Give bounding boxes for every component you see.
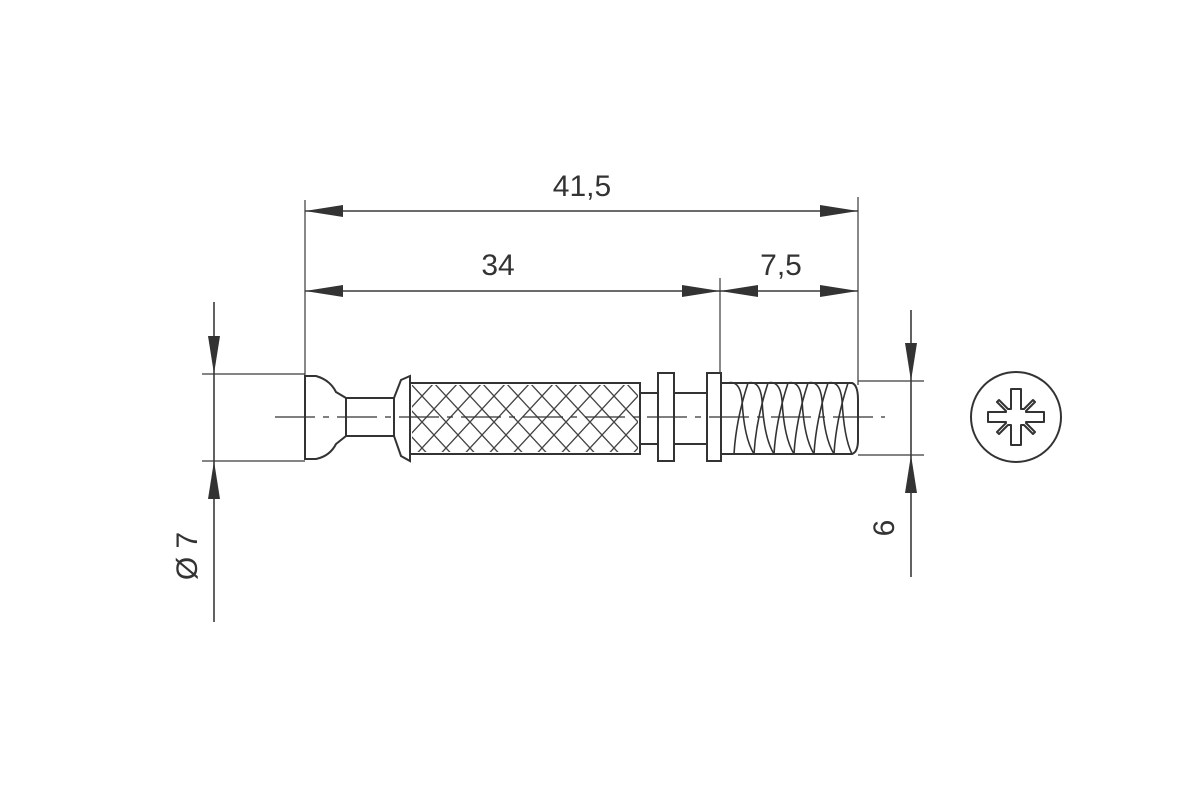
dimension-body-length: 34 (305, 249, 720, 297)
dimension-thread-length: 7,5 (719, 249, 858, 378)
bolt-shaft-inner (673, 392, 709, 445)
thread-pattern (727, 381, 853, 455)
dimension-head-diameter: Ø 7 (171, 302, 305, 622)
dimension-thread-diameter: 6 (858, 310, 924, 577)
cam-bolt (275, 372, 885, 463)
dim-label-total-length: 41,5 (553, 170, 611, 203)
dim-label-body-length: 34 (481, 249, 514, 282)
knurl-pattern (412, 385, 638, 452)
dim-label-thread-length: 7,5 (760, 249, 802, 282)
bolt-shaft (639, 392, 659, 445)
pozidriv-cross-icon (970, 371, 1062, 463)
dim-label-head-diameter: Ø 7 (171, 532, 204, 580)
dim-label-thread-diameter: 6 (868, 520, 901, 537)
dimension-total-length: 41,5 (304, 170, 859, 385)
bolt-collar (393, 374, 411, 463)
